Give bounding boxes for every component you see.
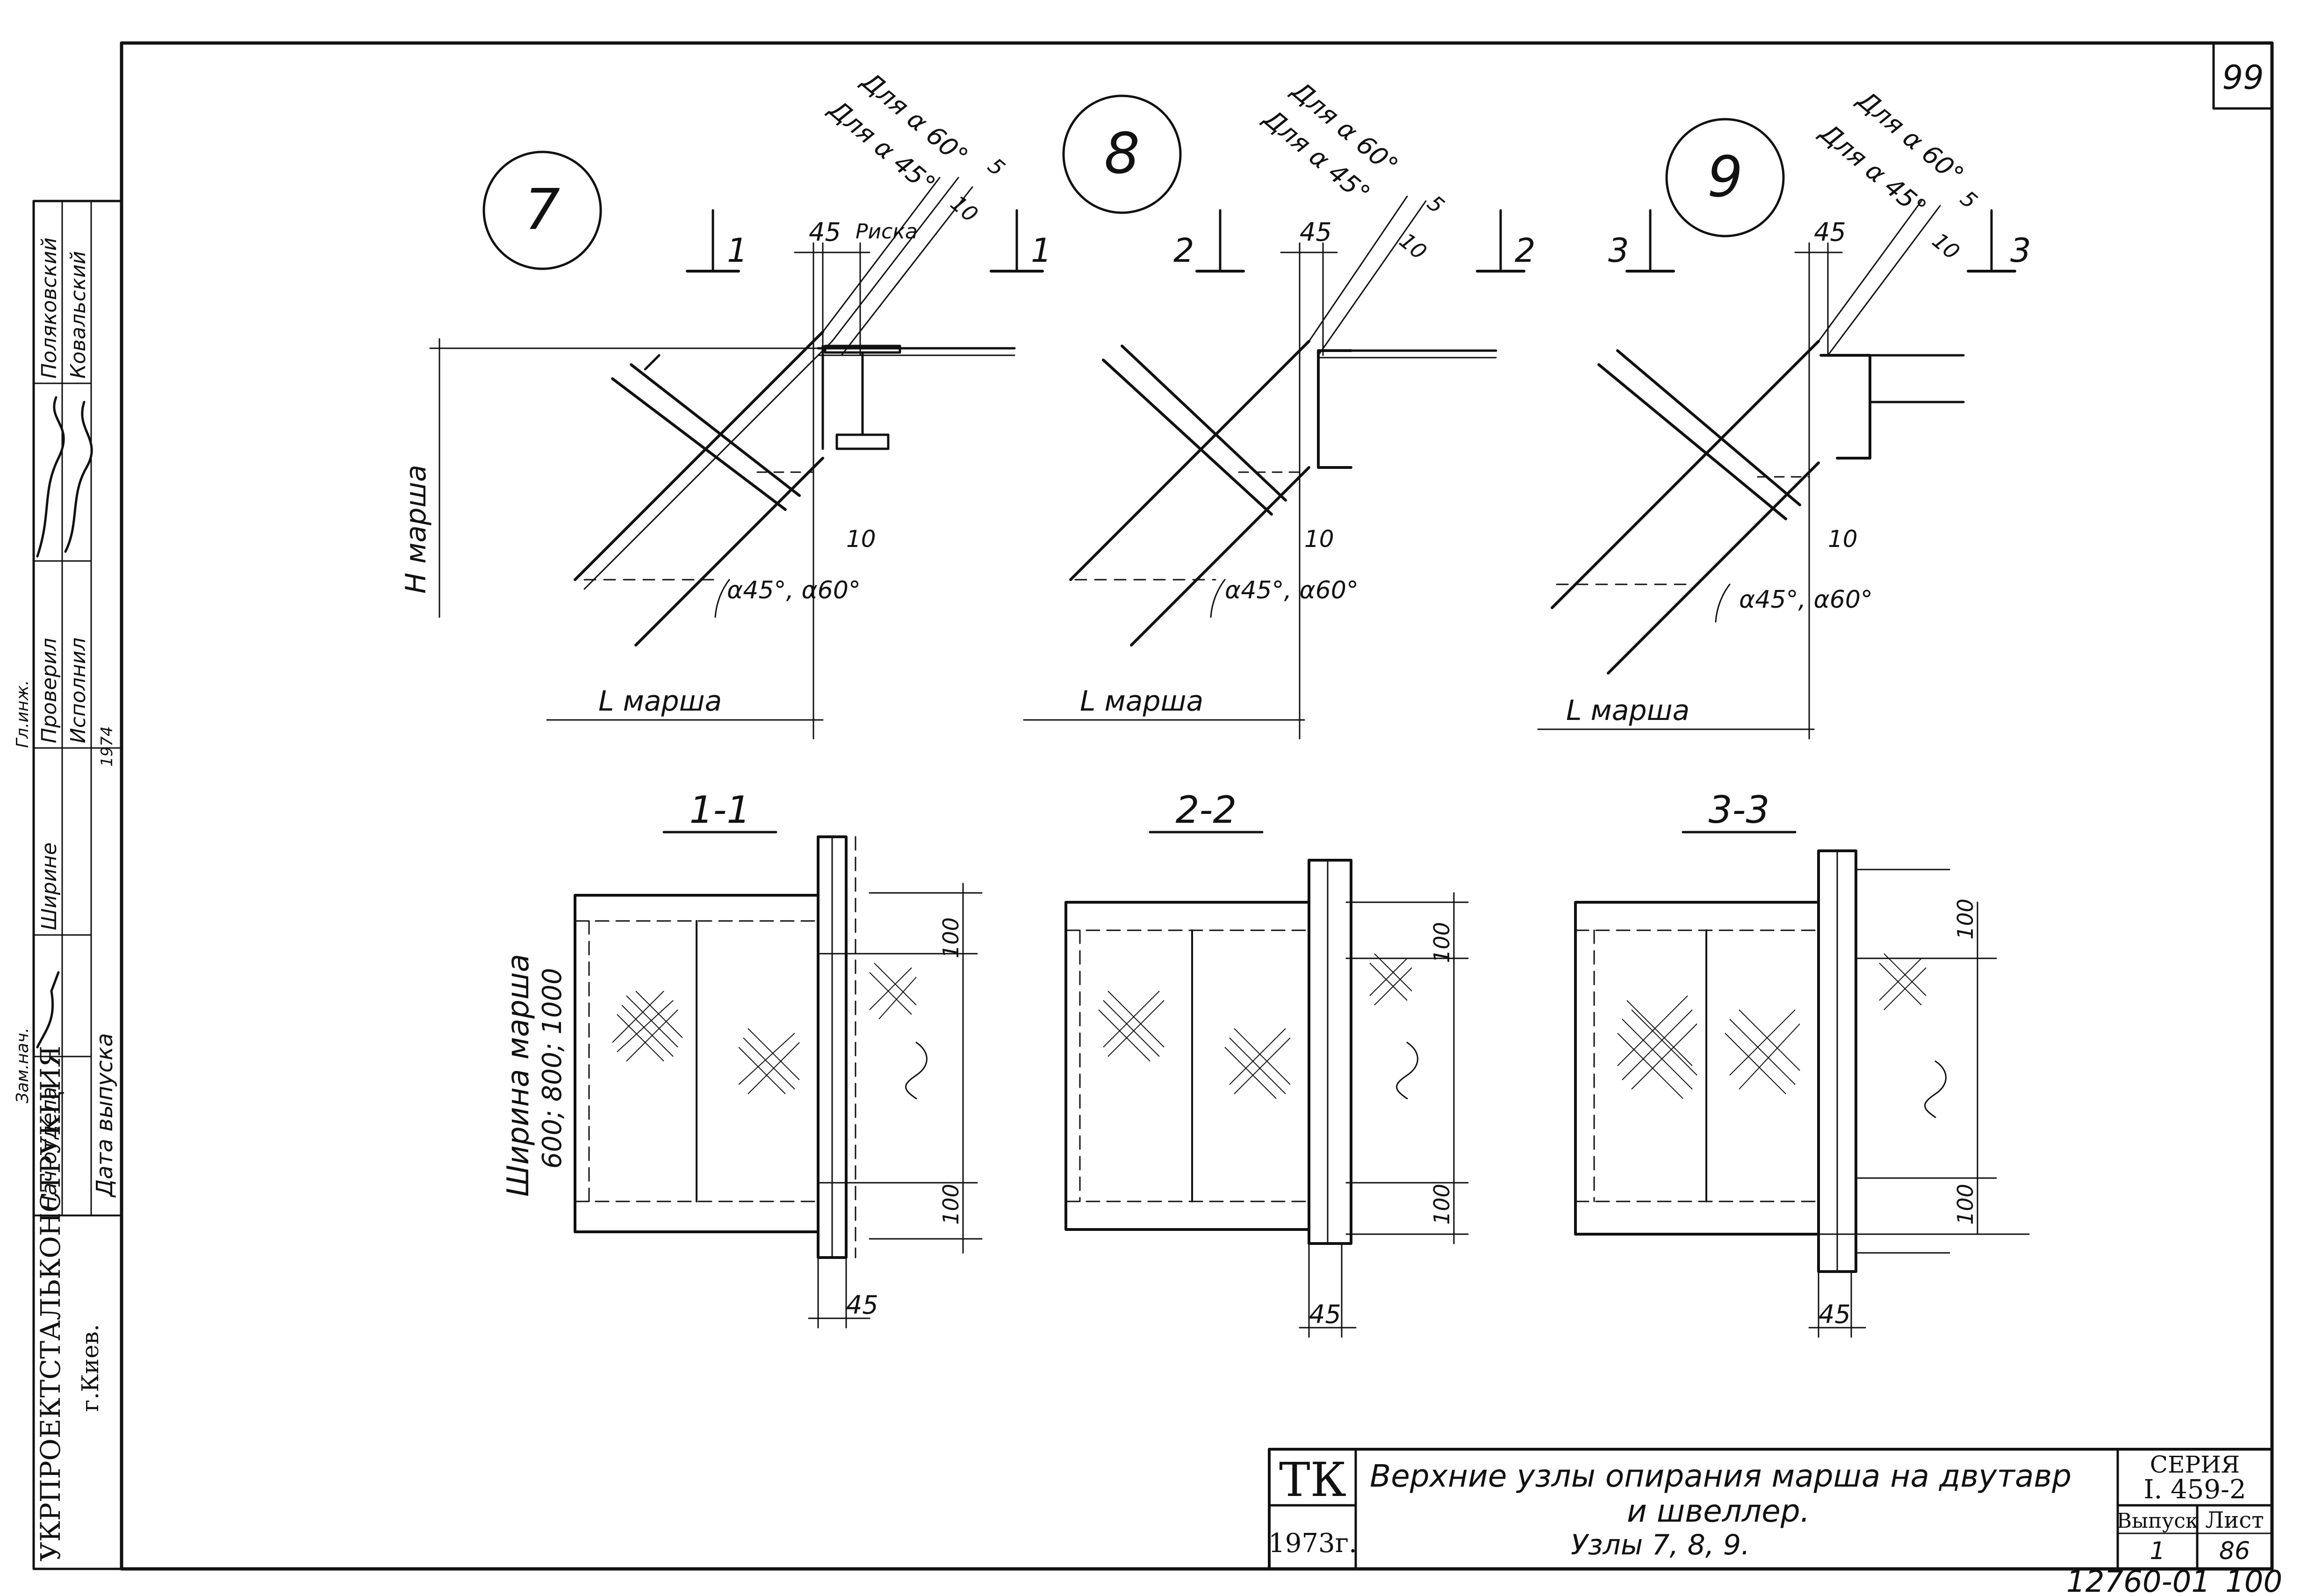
page-number: 99 <box>2222 58 2264 97</box>
node-7-length: L марша <box>598 685 722 718</box>
section-1-1-hatch <box>612 963 917 1094</box>
stamp-cut-mid: Зам.нач. <box>13 1028 32 1103</box>
section-3-3-label: 3-3 <box>1709 788 1770 832</box>
node-9-dim-45: 45 <box>1814 217 1846 247</box>
stamp-row-proveril: Проверил <box>37 638 61 743</box>
signature-3 <box>36 971 60 1049</box>
node-7-angle: α45°, α60° <box>727 576 861 604</box>
node-7-number: 7 <box>525 178 560 243</box>
section-1-1-dim-100-top: 100 <box>938 917 963 958</box>
node-8-section-mark-right: 2 <box>1515 231 1536 270</box>
signature-1 <box>36 396 65 558</box>
stamp-name-polyakovskiy: Поляковский <box>37 237 61 379</box>
title-block: ТК 1973г. Верхние узлы опирания марша на… <box>1268 1448 2273 1570</box>
section-3-3-hatch <box>1617 953 1927 1099</box>
node-8-dim-5: 5 <box>1423 190 1449 218</box>
signature-2 <box>64 401 93 553</box>
bottom-code: 12760-01 <box>2066 1565 2210 1596</box>
node-8-dim-45: 45 <box>1300 217 1332 247</box>
node-7-height: Н марша <box>400 465 432 594</box>
title-line-1: Верхние узлы опирания марша на двутавр <box>1370 1458 2071 1494</box>
bottom-page: 100 <box>2225 1565 2282 1596</box>
title-tk: ТК <box>1279 1452 1346 1507</box>
stamp-name-kovalskiy: Ковальский <box>66 251 90 379</box>
node-7-dim-10-low: 10 <box>846 525 876 553</box>
node-8-number: 8 <box>1104 122 1140 187</box>
node-7-circle <box>482 151 602 270</box>
node-9-number: 9 <box>1707 145 1743 210</box>
node-9-elevation: 9 3 3 Для α 60° Для α 45° 5 10 45 10 α45… <box>1537 84 2031 740</box>
title-seriya-label: СЕРИЯ <box>2150 1451 2240 1478</box>
title-list-value: 86 <box>2219 1537 2250 1565</box>
node-9-dim-5: 5 <box>1956 186 1982 214</box>
node-7-dim-10: 10 <box>946 190 983 227</box>
node-8-dim-10: 10 <box>1395 228 1432 265</box>
node-7-dim-5: 5 <box>983 153 1010 181</box>
stamp-date-label: Дата выпуска <box>92 1033 118 1198</box>
node-9-dim-10-low: 10 <box>1828 525 1858 553</box>
section-2-2-hatch <box>1098 953 1412 1099</box>
stamp-org-city: г.Киев. <box>77 1324 104 1412</box>
title-vypusk-value: 1 <box>2150 1537 2165 1565</box>
section-1-1-dim-45: 45 <box>846 1290 878 1320</box>
title-vypusk-label: Выпуск <box>2117 1509 2199 1533</box>
title-year: 1973г. <box>1268 1528 1357 1559</box>
node-8-length: L марша <box>1080 685 1203 718</box>
title-list-label: Лист <box>2205 1507 2264 1533</box>
node-9-section-mark-left: 3 <box>1608 231 1629 270</box>
stamp-org-name: УКРПРОЕКТСТАЛЬКОНСТРУКЦИЯ <box>35 1046 66 1561</box>
stamp-row-nach-otdela: Нач.отдела <box>37 1087 61 1211</box>
node-9-section-mark-right: 3 <box>2010 231 2031 270</box>
section-2-2-dim-100-top: 100 <box>1429 922 1454 963</box>
stamp-row-ispolnil: Исполнил <box>66 638 90 743</box>
node-9-circle <box>1665 118 1785 237</box>
section-2-2-dim-100-bot: 100 <box>1429 1184 1454 1225</box>
node-8-section-mark-left: 2 <box>1173 231 1194 270</box>
title-line-3: Узлы 7, 8, 9. <box>1571 1529 1750 1561</box>
section-2-2-label: 2-2 <box>1176 788 1237 832</box>
node-7-section-mark-right: 1 <box>1031 231 1052 270</box>
stamp-row-shirine: Ширине <box>37 842 61 930</box>
node-9-angle: α45°, α60° <box>1739 586 1873 614</box>
node-7-riska: Риска <box>856 220 918 244</box>
node-9-dim-10: 10 <box>1927 228 1965 265</box>
node-8-elevation: 8 2 2 Для α 60° Для α 45° 5 10 45 10 α45… <box>1023 75 1536 740</box>
section-2-2: 2-2 100 100 45 <box>1064 788 1469 1338</box>
node-7-dim-45: 45 <box>809 217 841 247</box>
side-stamp: УКРПРОЕКТСТАЛЬКОНСТРУКЦИЯ г.Киев. Дата в… <box>13 200 123 1570</box>
section-1-1-width-values: 600; 800; 1000 <box>537 968 568 1169</box>
section-3-3-dim-45: 45 <box>1819 1300 1851 1329</box>
section-3-3-dim-100-bot: 100 <box>1953 1184 1978 1225</box>
page-number-box <box>2212 42 2273 110</box>
section-3-3-dim-100-top: 100 <box>1953 899 1978 940</box>
section-3-3: 3-3 100 100 45 <box>1574 788 2030 1338</box>
node-9-length: L марша <box>1566 694 1690 727</box>
title-seriya-value: I. 459-2 <box>2143 1474 2246 1505</box>
node-8-circle <box>1062 94 1182 214</box>
section-1-1: 1-1 Ширина марша 600; 800; 1000 100 100 … <box>501 788 983 1329</box>
node-7-elevation: 7 1 1 <box>400 65 1052 740</box>
section-1-1-width-label: Ширина марша <box>501 954 536 1197</box>
node-8-angle: α45°, α60° <box>1225 576 1359 604</box>
node-7-section-mark-left: 1 <box>727 231 748 270</box>
stamp-year: 1974 <box>98 726 116 767</box>
title-line-2: и швеллер. <box>1627 1493 1810 1529</box>
section-1-1-dim-100-bot: 100 <box>938 1184 963 1225</box>
stamp-cut-top: Гл.инж. <box>13 680 32 748</box>
node-8-dim-10-low: 10 <box>1304 525 1334 553</box>
section-1-1-label: 1-1 <box>690 788 751 832</box>
section-2-2-dim-45: 45 <box>1309 1300 1341 1329</box>
